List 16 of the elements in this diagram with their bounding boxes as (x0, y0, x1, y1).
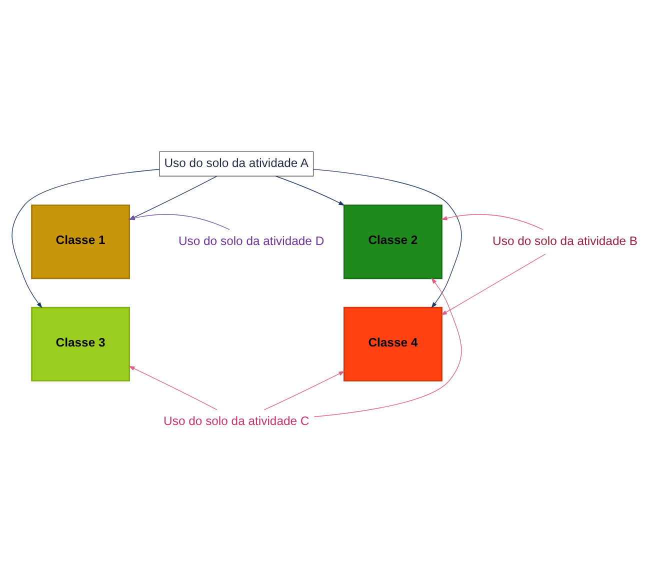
arrow (441, 214, 544, 230)
arrow (314, 278, 462, 418)
node-box: Classe 2 (343, 204, 442, 280)
node-text: Uso do solo da atividade D (178, 234, 324, 248)
arrow (264, 370, 345, 410)
arrow (128, 366, 218, 410)
node-box: Uso do solo da atividade A (159, 151, 314, 176)
node-text: Uso do solo da atividade C (164, 414, 310, 428)
node-text: Uso do solo da atividade B (492, 234, 638, 248)
node-box: Classe 1 (31, 204, 130, 280)
arrow (440, 254, 546, 316)
node-box: Classe 3 (31, 306, 130, 382)
node-box: Classe 4 (343, 306, 442, 382)
arrow (275, 176, 345, 206)
arrow (312, 168, 462, 308)
arrow (12, 168, 160, 308)
